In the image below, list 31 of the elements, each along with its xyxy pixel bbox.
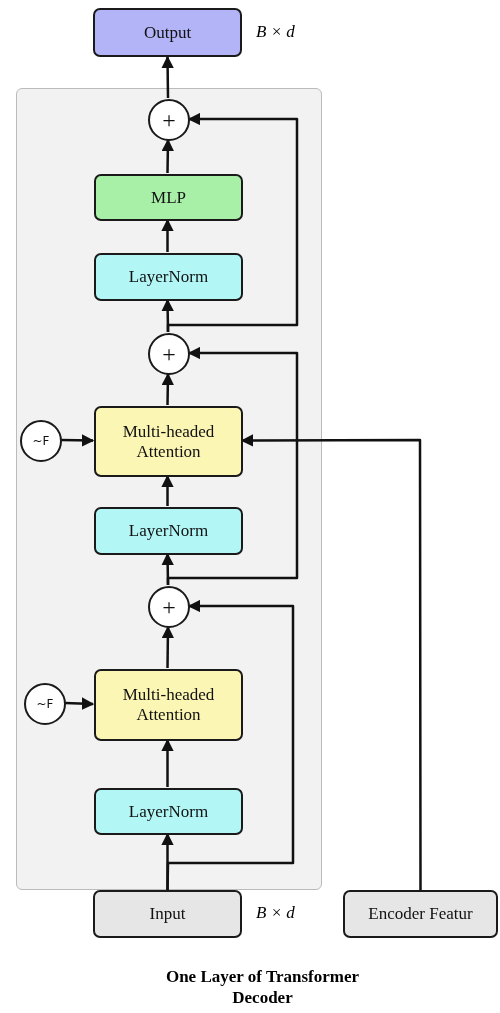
process-box: Multi-headed Attention bbox=[94, 406, 243, 477]
arrow bbox=[161, 55, 174, 98]
arrow bbox=[166, 346, 299, 585]
process-box: Input bbox=[93, 890, 242, 938]
process-box: LayerNorm bbox=[94, 507, 243, 555]
operator-circle: ~F bbox=[20, 420, 62, 462]
operator-circle: + bbox=[148, 586, 190, 628]
arrow bbox=[166, 112, 299, 332]
operator-circle: ~F bbox=[24, 683, 66, 725]
dimension-label: B × d bbox=[256, 21, 295, 42]
arrow bbox=[161, 138, 175, 173]
arrow bbox=[161, 372, 175, 406]
layer-panel bbox=[16, 88, 322, 890]
arrow bbox=[161, 474, 174, 506]
arrow bbox=[161, 738, 174, 787]
process-box: Encoder Featur bbox=[343, 890, 498, 938]
operator-circle: + bbox=[148, 99, 190, 141]
arrow bbox=[161, 625, 175, 668]
process-box: LayerNorm bbox=[94, 788, 243, 835]
process-box: Output bbox=[93, 8, 242, 57]
process-box: Multi-headed Attention bbox=[94, 669, 243, 741]
process-box: LayerNorm bbox=[94, 253, 243, 301]
process-box: MLP bbox=[94, 174, 243, 221]
arrow bbox=[60, 434, 95, 447]
arrow bbox=[240, 434, 422, 890]
diagram-caption: One Layer of Transformer Decoder bbox=[165, 966, 360, 1009]
arrow bbox=[166, 599, 295, 891]
dimension-label: B × d bbox=[256, 903, 295, 923]
arrow bbox=[161, 218, 174, 252]
arrow bbox=[64, 697, 95, 710]
operator-circle: + bbox=[148, 333, 190, 375]
